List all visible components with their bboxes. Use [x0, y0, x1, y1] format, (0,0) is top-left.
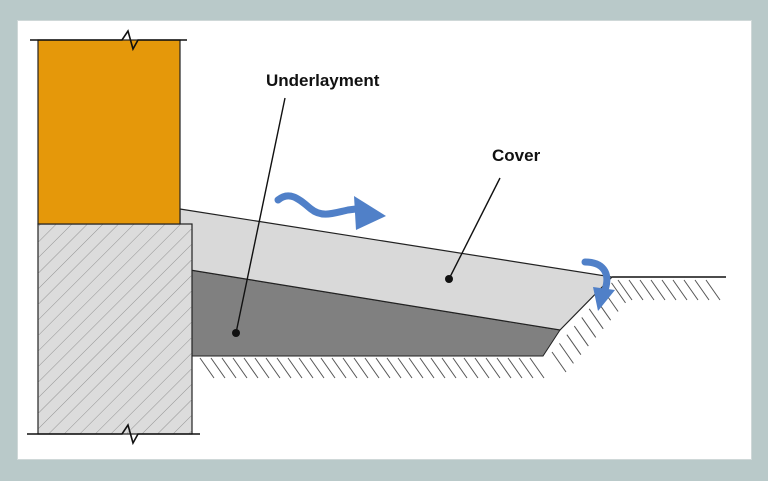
ground-hatch-stroke: [573, 325, 589, 347]
ground-hatch-stroke: [705, 279, 721, 301]
ground-hatch-stroke: [507, 357, 523, 379]
ground-hatch-stroke: [474, 357, 490, 379]
ground-hatch-stroke: [529, 357, 545, 379]
ground-hatch-stroke: [210, 357, 226, 379]
ground-hatch-stroke: [353, 357, 369, 379]
water-flow-arrow: [274, 192, 386, 230]
ground-hatch-stroke: [408, 357, 424, 379]
ground-hatch-stroke: [452, 357, 468, 379]
ground-hatch-stroke: [265, 357, 281, 379]
ground-hatch-stroke: [694, 279, 710, 301]
underlayment-leader-dot: [232, 329, 240, 337]
ground-hatch-stroke: [221, 357, 237, 379]
ground-hatch-stroke: [683, 279, 699, 301]
ground-hatch-stroke: [254, 357, 270, 379]
ground-hatch-stroke: [672, 279, 688, 301]
ground-hatch-stroke: [232, 357, 248, 379]
ground-hatch-stroke: [331, 357, 347, 379]
ground-hatch-stroke: [588, 308, 604, 330]
ground-hatch-stroke: [617, 279, 633, 301]
ground-hatch-stroke: [611, 282, 626, 304]
ground-hatch-stroke: [661, 279, 677, 301]
ground-hatch-stroke: [320, 357, 336, 379]
break-line-top: [30, 29, 187, 52]
ground-hatch-stroke: [485, 357, 501, 379]
ground-hatch-stroke: [581, 317, 597, 338]
ground-hatch-stroke: [243, 357, 259, 379]
ground-hatch-stroke: [496, 357, 512, 379]
ground-hatch-stroke: [342, 357, 358, 379]
cover-leader-dot: [445, 275, 453, 283]
cover-leader-line: [448, 177, 501, 280]
ground-hatch-stroke: [628, 279, 644, 301]
ground-hatch-stroke: [419, 357, 435, 379]
ground-hatch-stroke: [287, 357, 303, 379]
ground-hatch-stroke: [559, 343, 574, 364]
ground-hatch-stroke: [441, 357, 457, 379]
ground-hatch-stroke: [639, 279, 655, 301]
ground-hatch-stroke: [566, 334, 582, 356]
ground-hatch-stroke: [397, 357, 413, 379]
wall-upper: [37, 39, 181, 225]
ground-hatch-stroke: [199, 357, 215, 379]
ground-hatching: [199, 279, 721, 379]
ground-hatch-stroke: [430, 357, 446, 379]
ground-hatch-stroke: [276, 357, 292, 379]
ground-hatch-stroke: [463, 357, 479, 379]
ground-hatch-stroke: [298, 357, 314, 379]
ground-hatch-stroke: [518, 357, 534, 379]
ground-hatch-stroke: [650, 279, 666, 301]
runoff-arrow: [581, 258, 615, 311]
ground-hatch-stroke: [551, 351, 567, 373]
break-line-bottom: [27, 423, 200, 446]
ground-hatch-stroke: [375, 357, 391, 379]
underlayment-label: Underlayment: [266, 71, 380, 90]
ground-hatch-stroke: [309, 357, 325, 379]
underlayment-leader-line: [235, 97, 286, 334]
cover-label: Cover: [492, 146, 541, 165]
ground-hatch-stroke: [364, 357, 380, 379]
ground-hatch-stroke: [386, 357, 402, 379]
